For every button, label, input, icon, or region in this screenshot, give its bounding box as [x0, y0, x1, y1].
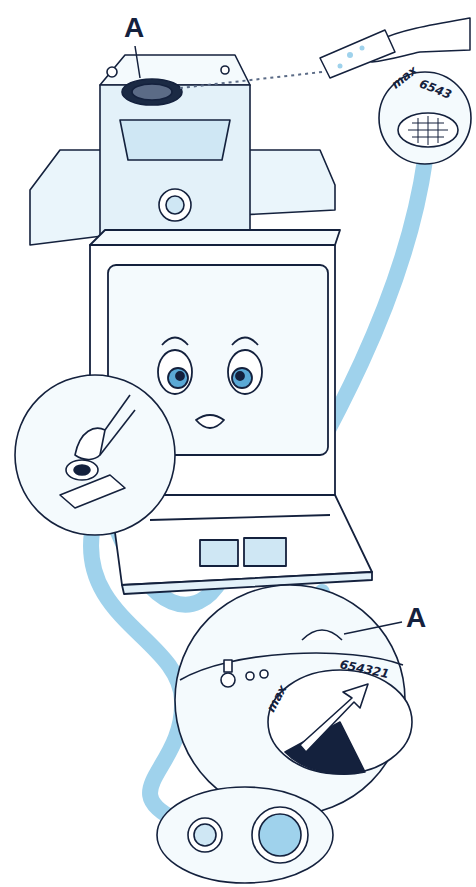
- illustration-path: [320, 30, 395, 78]
- illustration-circle: [252, 807, 308, 863]
- illustration-ellipse: [228, 350, 262, 394]
- illustration-circle: [246, 672, 254, 680]
- zoom-circle-left: [15, 375, 175, 535]
- illustration-path: [90, 230, 340, 245]
- illustration-path: [100, 410, 135, 455]
- illustration-circle: [168, 368, 188, 388]
- illustration-circle: [347, 52, 353, 58]
- illustration-path: [30, 150, 110, 245]
- illustration-circle: [259, 814, 301, 856]
- illustration-path: [122, 572, 372, 594]
- illustration-circle: [221, 673, 235, 687]
- illustration-path: [224, 660, 232, 672]
- illustration-circle: [236, 372, 244, 380]
- illustration-circle: [15, 375, 175, 535]
- illustration-circle: [176, 372, 184, 380]
- illustration-circle: [166, 196, 184, 214]
- illustration-path: [240, 150, 335, 215]
- illustration-ellipse: [74, 465, 90, 475]
- illustration-path: [180, 72, 322, 88]
- illustration-path: [196, 415, 224, 428]
- illustration-circle: [107, 67, 117, 77]
- illustration-ellipse: [158, 350, 192, 394]
- illustration-ellipse: [66, 460, 98, 480]
- illustration-circle: [338, 64, 343, 69]
- illustration-path: [100, 55, 250, 85]
- illustration-circle: [260, 670, 268, 678]
- illustration-ellipse: [122, 79, 182, 105]
- illustration-path: [162, 338, 188, 346]
- illustration-circle: [188, 818, 222, 852]
- illustration-ellipse: [132, 84, 172, 100]
- illustration-path: [232, 338, 258, 346]
- illustration-circle: [194, 824, 216, 846]
- leader-line: [344, 622, 402, 634]
- zoom-circle-dial: [175, 585, 412, 815]
- zoom-circle-bottom: [157, 787, 333, 883]
- illustration-rect: [100, 85, 250, 235]
- part-letter: A: [406, 604, 426, 632]
- illustration-path: [302, 630, 342, 640]
- illustration-circle: [159, 189, 191, 221]
- illustration-circle: [360, 46, 365, 51]
- illustration-path: [60, 475, 125, 508]
- illustration-ellipse: [157, 787, 333, 883]
- illustration-circle: [232, 368, 252, 388]
- illustration-path: [120, 120, 230, 160]
- leader-line: [135, 46, 140, 78]
- illustration-rect: [200, 540, 238, 566]
- illustration-path: [300, 684, 368, 752]
- illustration-circle: [221, 66, 229, 74]
- illustration-ellipse: [268, 670, 412, 774]
- illustration-path: [180, 653, 403, 680]
- part-letter: A: [124, 14, 144, 42]
- illustration-rect: [244, 538, 286, 566]
- illustration-path: [105, 395, 130, 430]
- illustration-path: [150, 515, 330, 520]
- illustration-path: [408, 116, 448, 145]
- illustration-ellipse: [398, 113, 458, 147]
